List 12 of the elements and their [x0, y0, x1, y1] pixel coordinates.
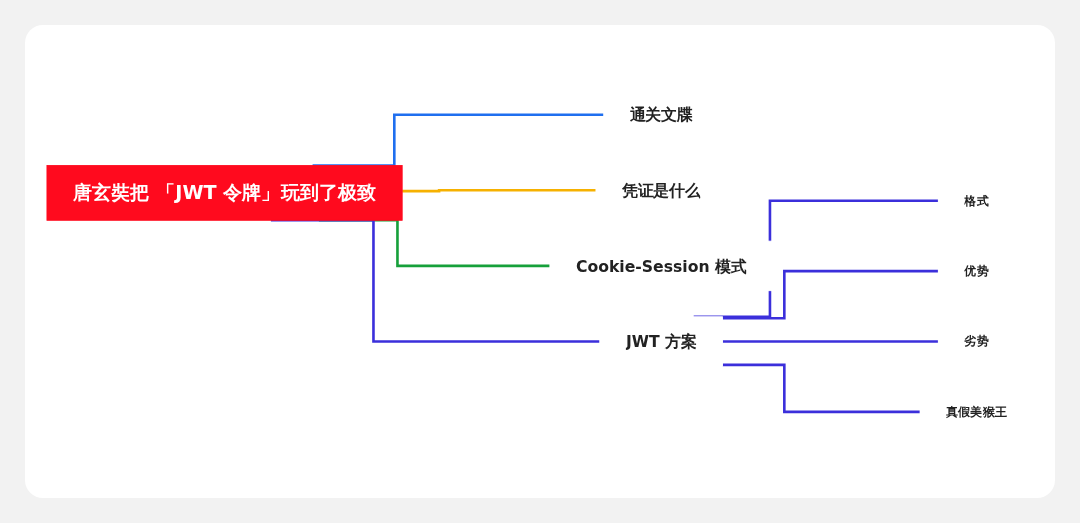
- node-text: 格式: [964, 192, 989, 207]
- node-text: 通关文牒: [629, 105, 693, 124]
- node-box: [46, 164, 403, 221]
- node-text: 真假美猴王: [946, 404, 1007, 418]
- node-text: 凭证是什么: [622, 180, 701, 199]
- card-background: 唐玄奘把 「JWT 令牌」玩到了极致 通关文牒 凭证是什么 Cookie-Session 模式 JWT 方案 格式 优势 劣势 真假美猴王: [25, 25, 1055, 498]
- connector: [722, 269, 939, 319]
- node-text: 优势: [964, 263, 989, 278]
- connector: [402, 188, 596, 192]
- connector: [722, 339, 939, 343]
- connector: [722, 363, 921, 413]
- node-text: 劣势: [964, 333, 989, 348]
